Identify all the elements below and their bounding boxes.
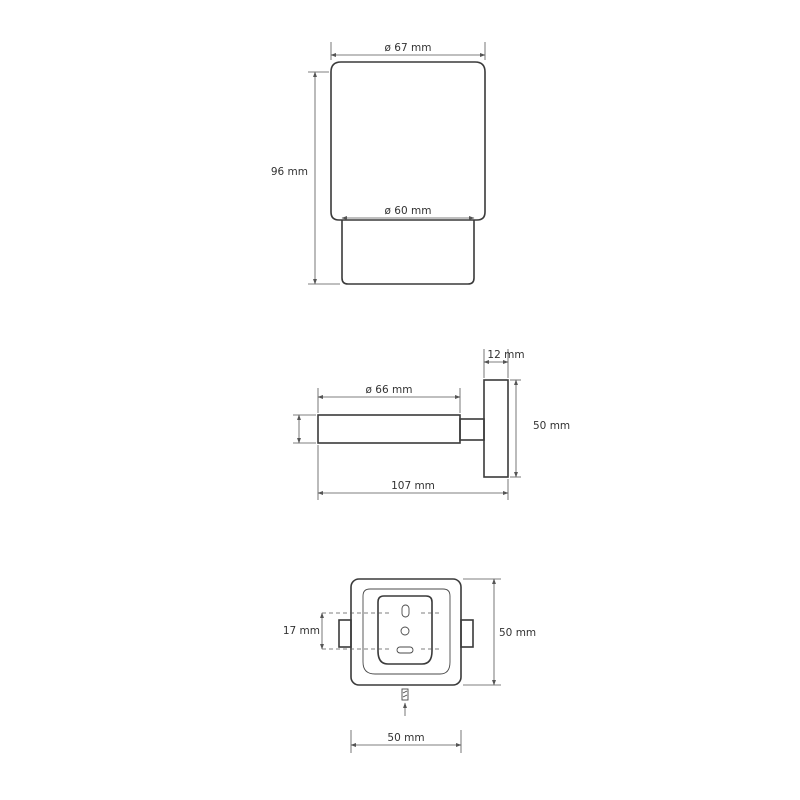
label-back-width: 50 mm <box>387 732 424 744</box>
label-holder-diameter: ø 66 mm <box>366 384 413 396</box>
wall-plate-inner <box>362 588 451 675</box>
slot-hole-bottom <box>396 646 414 654</box>
label-total-length: 107 mm <box>391 480 435 492</box>
mounting-bracket <box>377 595 433 665</box>
front-view: ø 67 mm ø 60 mm 96 mm <box>271 42 486 285</box>
label-width-top: ø 67 mm <box>385 42 432 54</box>
label-plate-depth: 12 mm <box>487 349 524 361</box>
arm-neck <box>459 418 485 441</box>
label-plate-height: 50 mm <box>533 420 570 432</box>
label-width-bottom: ø 60 mm <box>385 205 432 217</box>
label-back-height: 50 mm <box>499 627 536 639</box>
slot-hole-top <box>401 604 410 618</box>
label-hole-spacing: 17 mm <box>283 625 320 637</box>
side-tab-left <box>338 619 352 648</box>
holder-arm <box>317 414 461 444</box>
screw-icon <box>401 688 409 701</box>
side-view: 12 mm ø 66 mm 50 mm 107 mm <box>293 349 570 500</box>
label-height: 96 mm <box>271 166 308 178</box>
cup-outline <box>341 220 475 285</box>
wall-plate-side <box>483 379 509 478</box>
wall-plate-outer <box>350 578 462 686</box>
back-view: 17 mm 50 mm 50 mm <box>283 578 536 753</box>
holder-ring <box>330 61 486 221</box>
side-tab-right <box>460 619 474 648</box>
center-hole <box>400 626 410 636</box>
